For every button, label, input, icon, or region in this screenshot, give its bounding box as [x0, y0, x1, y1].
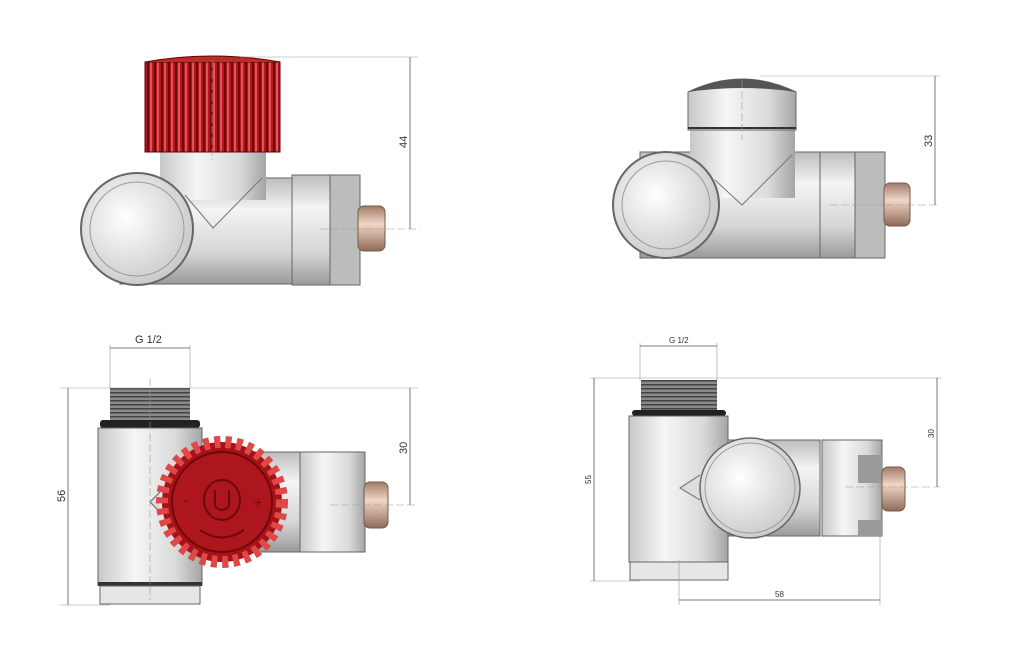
neck-v-edge: [714, 154, 793, 206]
knob-plus-mark: +: [254, 494, 262, 510]
view-white-cap-front: G 1/2 55 30 58: [584, 336, 942, 605]
brass-tailpiece: [881, 466, 906, 512]
brand-logo-icon: [203, 479, 241, 521]
height-dimension-label: 44: [398, 136, 410, 148]
knob-minus-mark: -: [183, 492, 188, 508]
height-dimension-label: 55: [584, 475, 593, 484]
white-cap-disc: [699, 437, 801, 539]
pipe-connection-inner: [621, 160, 711, 250]
union-nut: [299, 451, 366, 553]
height-dimension-label: 33: [923, 135, 935, 147]
thread-dimension-label: G 1/2: [135, 334, 162, 346]
thread-dimension-label: G 1/2: [669, 336, 689, 345]
height-dimension-label: 56: [56, 490, 68, 502]
red-knob-face: [171, 451, 273, 553]
pipe-connection-disc: [80, 172, 194, 286]
brass-tailpiece: [883, 182, 911, 227]
offset-dimension-label: 30: [398, 442, 410, 454]
view-red-cap-side: 44: [80, 55, 420, 286]
length-dimension-label: 58: [775, 590, 784, 599]
neck-v-edge: [184, 177, 263, 229]
seal-ring: [632, 410, 726, 416]
pipe-connection-inner: [89, 181, 185, 277]
thread-g12: [641, 380, 717, 410]
view-white-cap-side: 33: [612, 75, 940, 259]
brass-tailpiece: [357, 205, 386, 252]
red-knob-top: [144, 55, 281, 63]
offset-dimension-label: 30: [927, 429, 936, 438]
nut-flat: [329, 174, 361, 286]
view-red-knob-front: - + G 1/2 56 30: [56, 334, 418, 606]
pipe-connection-disc: [612, 151, 720, 259]
red-knob: [144, 61, 281, 153]
